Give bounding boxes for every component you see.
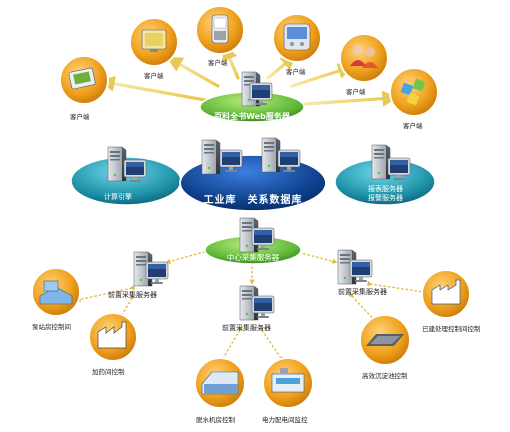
alarm-server-label: 报警服务器 [368, 194, 403, 202]
client-node-5 [339, 33, 389, 83]
web-server-hub [199, 71, 305, 123]
site-label-dosing: 加药间控制 [92, 368, 125, 376]
site-node-sedimentation [359, 314, 411, 366]
client-nodes [59, 5, 439, 117]
arrow-client-2 [166, 56, 220, 88]
arrow-client-6 [303, 90, 399, 107]
client-node-4 [272, 13, 322, 63]
site-nodes [31, 267, 471, 409]
site-node-dosing [88, 312, 138, 362]
collector-label: 中心采集服务器 [226, 253, 280, 262]
collector-hub [204, 217, 302, 265]
front-server-2 [239, 285, 275, 321]
front-server-label-2: 前置采集服务器 [222, 324, 271, 332]
web-server-label: 百科全书Web服务器 [214, 112, 290, 121]
site-label-plant: 已建处理控制间控制 [422, 325, 481, 333]
site-node-plant [421, 269, 471, 319]
site-node-dewater [194, 357, 246, 409]
client-label-3: 客户端 [208, 59, 228, 67]
arrow-client-5 [290, 63, 355, 88]
client-node-2 [129, 17, 179, 67]
client-arrows [98, 44, 399, 107]
client-label-6: 客户端 [403, 122, 423, 130]
client-label-1: 客户端 [70, 113, 90, 121]
database-hub [179, 137, 327, 212]
calc-engine-label: 计算引擎 [104, 193, 132, 201]
site-label-dewater: 脱水机房控制 [196, 416, 235, 424]
database-label: 工业库 关系数据库 [203, 195, 303, 206]
site-label-power: 电力配电间监控 [262, 416, 308, 424]
site-node-power [262, 357, 314, 409]
site-label-sedimentation: 高效沉淀池控制 [362, 372, 408, 380]
client-node-3 [195, 5, 245, 55]
arrow-client-4 [266, 53, 297, 80]
front-server-label-1: 前置采集服务器 [108, 291, 157, 299]
report-server-label: 报表服务器 [368, 185, 403, 193]
site-node-pump [31, 267, 81, 317]
front-server-1 [133, 251, 169, 287]
arrow-client-1 [98, 75, 207, 102]
client-node-1 [59, 55, 109, 105]
site-label-pump: 泵站房控制间 [32, 323, 71, 331]
arrow-client-3 [222, 44, 240, 80]
client-label-4: 客户端 [286, 68, 306, 76]
client-label-2: 客户端 [144, 72, 164, 80]
client-label-5: 客户端 [346, 88, 366, 96]
report-server-hub [334, 144, 436, 206]
front-server-label-3: 前置采集服务器 [338, 288, 387, 296]
front-server-3 [337, 249, 373, 285]
client-node-6 [389, 67, 439, 117]
